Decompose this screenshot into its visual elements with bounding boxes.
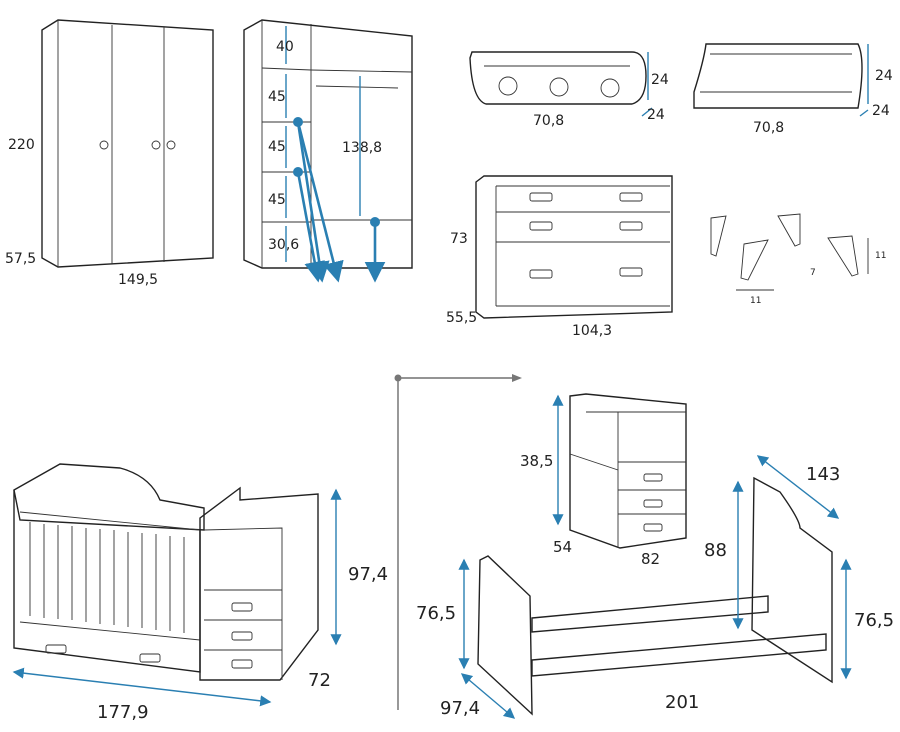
wardrobe-closed: 220 57,5 149,5 — [5, 19, 214, 288]
leg-angle: 7 — [810, 268, 816, 278]
bed-depth: 97,4 — [440, 698, 480, 719]
leg-height: 11 — [875, 251, 886, 261]
shelf-adjust-arrows — [293, 117, 386, 283]
bed-head-width: 143 — [806, 464, 840, 485]
shelf-rounded-height: 24 — [651, 72, 669, 88]
bookcase: 38,5 54 82 — [520, 393, 687, 568]
bookcase-depth: 54 — [553, 538, 572, 556]
wardrobe-open: 40 45 45 45 30,6 138,8 — [243, 19, 413, 283]
shelf-rounded-depth: 24 — [647, 107, 665, 123]
dresser-depth: 55,5 — [446, 310, 477, 326]
bed-head-height: 88 — [704, 540, 727, 561]
shelf1-label: 40 — [276, 39, 294, 55]
bed-foot-height: 76,5 — [854, 610, 894, 631]
shelf-open-depth: 24 — [872, 103, 890, 119]
convertible-crib: 97,4 177,9 72 — [12, 463, 388, 723]
shelf-open-height: 24 — [875, 68, 893, 84]
bed: 88 143 76,5 76,5 97,4 201 — [416, 455, 894, 719]
crib-depth: 72 — [308, 670, 331, 691]
shelf-rounded: 24 24 70,8 — [469, 51, 669, 129]
bed-length: 201 — [665, 692, 699, 713]
crib-width: 177,9 — [97, 702, 149, 723]
dresser-height: 73 — [450, 231, 468, 247]
bookcase-width: 82 — [641, 550, 660, 568]
hanging-label: 138,8 — [342, 140, 382, 156]
shelf-heights — [285, 26, 361, 262]
crib-height: 97,4 — [348, 564, 388, 585]
shelf-open-width: 70,8 — [753, 120, 784, 136]
dresser-width: 104,3 — [572, 323, 612, 339]
shelf4-label: 45 — [268, 192, 286, 208]
wardrobe-width-label: 149,5 — [118, 272, 158, 288]
wardrobe-depth-label: 57,5 — [5, 251, 36, 267]
shelf3-label: 45 — [268, 139, 286, 155]
wardrobe-height-label: 220 — [8, 137, 35, 153]
leg-width: 11 — [750, 296, 761, 306]
bookcase-height: 38,5 — [520, 452, 553, 470]
shelf-open: 24 24 70,8 — [693, 43, 893, 136]
shelf2-label: 45 — [268, 89, 286, 105]
dresser: 73 55,5 104,3 — [446, 175, 673, 339]
legs-detail: 11 11 7 — [710, 213, 886, 306]
bottom-label: 30,6 — [268, 237, 299, 253]
bed-side-height: 76,5 — [416, 603, 456, 624]
separator-arrow — [394, 374, 522, 710]
crib-bars — [29, 522, 185, 633]
shelf-rounded-width: 70,8 — [533, 113, 564, 129]
